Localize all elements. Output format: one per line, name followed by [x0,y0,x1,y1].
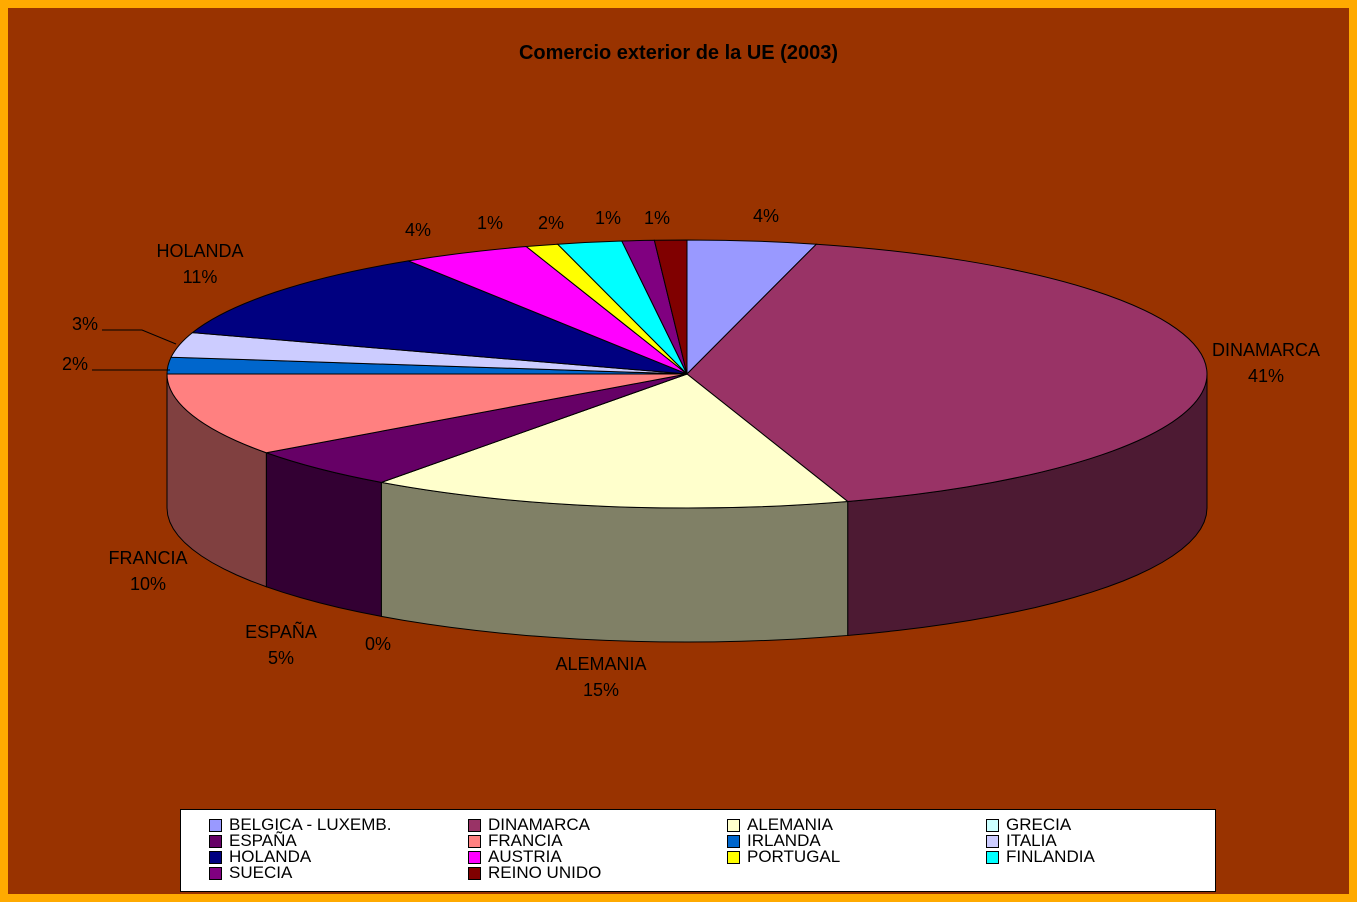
data-label-value: 15% [583,680,619,700]
data-label: 2% [538,213,564,233]
legend-label: SUECIA [229,863,293,882]
legend: BELGICA - LUXEMB. DINAMARCA ALEMANIA GRECIA… [180,809,1216,892]
legend-swatch [209,834,222,848]
data-label: 4% [405,220,431,240]
legend-label: BELGICA - LUXEMB. [229,815,392,834]
legend-label: DINAMARCA [488,815,591,834]
legend-item: HOLANDA [181,847,440,866]
pie-slice-reino-unido [653,239,688,375]
data-label: DINAMARCA 41% [1212,340,1320,386]
legend-label: ESPAÑA [229,831,297,850]
data-label-value: 5% [268,648,294,668]
data-label: FRANCIA 10% [108,548,187,594]
legend-swatch [727,818,740,832]
chart-area: Comercio exterior de la UE (2003) 4% DINA… [8,8,1349,894]
legend-item: IRLANDA [699,831,958,850]
pie-slice-alemania [379,373,849,509]
legend-item: AUSTRIA [440,847,699,866]
legend-swatch [468,866,481,880]
data-label: ALEMANIA 15% [555,654,646,700]
legend-label: IRLANDA [747,831,821,850]
legend-label: GRECIA [1006,815,1072,834]
legend-swatch [468,850,481,864]
legend-swatch [986,834,999,848]
data-label-value: 10% [130,574,166,594]
legend-item: PORTUGAL [699,847,958,866]
legend-label: FINLANDIA [1006,847,1095,866]
legend-swatch [209,866,222,880]
legend-item: BELGICA - LUXEMB. [181,815,440,834]
data-label-name: FRANCIA [108,548,187,568]
pie-slice-francia [166,373,688,454]
legend-label: ALEMANIA [747,815,833,834]
legend-label: PORTUGAL [747,847,841,866]
data-label: 1% [477,213,503,233]
data-label-name: DINAMARCA [1212,340,1320,360]
data-label: 4% [753,206,779,226]
data-label: 1% [644,208,670,228]
legend-item: ESPAÑA [181,831,440,850]
pie-slice-españa [264,373,688,483]
legend-item: GRECIA [958,815,1217,834]
data-label: 2% [62,354,88,374]
legend-swatch [986,818,999,832]
chart-title: Comercio exterior de la UE (2003) [518,42,838,64]
legend-item: DINAMARCA [440,815,699,834]
legend-swatch [468,818,481,832]
legend-swatch [209,850,222,864]
data-label: 3% [72,314,98,334]
data-label: 0% [365,634,391,654]
data-label: 1% [595,208,621,228]
legend-label: HOLANDA [229,847,312,866]
legend-swatch [209,818,222,832]
data-label-value: 11% [183,267,218,287]
legend-label: FRANCIA [488,831,563,850]
pie-slice-dinamarca [686,243,1208,502]
legend-item: SUECIA [181,863,440,882]
legend-label: AUSTRIA [488,847,562,866]
data-label-value: 41% [1248,366,1284,386]
data-label-name: ESPAÑA [245,621,317,642]
pie-chart: 4% DINAMARCA 41% ALEMANIA 15% 0% ESPAÑA 5% FRANC… [62,206,1320,700]
legend-swatch [727,834,740,848]
legend-item: ITALIA [958,831,1217,850]
legend-label: ITALIA [1006,831,1057,850]
legend-label: REINO UNIDO [488,863,602,882]
legend-item: FINLANDIA [958,847,1217,866]
data-label-name: HOLANDA [156,241,243,261]
legend-swatch [468,834,481,848]
legend-item: ALEMANIA [699,815,958,834]
data-label: HOLANDA 11% [156,241,243,287]
leader-line [102,329,177,345]
data-label: ESPAÑA 5% [245,621,317,668]
legend-swatch [986,850,999,864]
legend-swatch [727,850,740,864]
data-label-name: ALEMANIA [555,654,646,674]
legend-item: FRANCIA [440,831,699,850]
legend-item: REINO UNIDO [440,863,699,882]
pie-slice-holanda [191,260,688,375]
